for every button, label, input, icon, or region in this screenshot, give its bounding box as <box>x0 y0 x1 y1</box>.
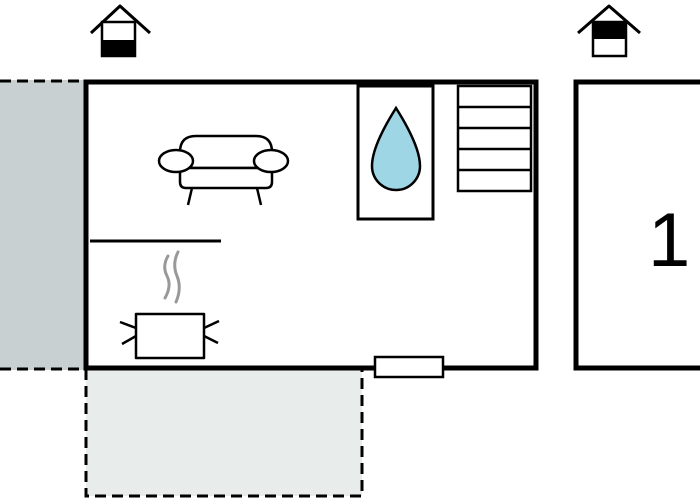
open-terrace <box>84 369 364 498</box>
upper-floor-bedroom: 1 <box>573 79 700 371</box>
staircase-icon <box>456 84 533 193</box>
steam-lines <box>163 250 181 304</box>
ground-floor-walls <box>83 79 539 371</box>
covered-terrace-dashed-border <box>0 79 85 371</box>
door-threshold-icon <box>373 355 445 379</box>
house-level-upper-icon <box>577 4 641 58</box>
covered-terrace-area <box>0 80 85 370</box>
water-drop-icon <box>370 105 422 192</box>
covered-terrace <box>0 79 85 371</box>
bathroom <box>356 84 435 221</box>
open-terrace-dashed-border <box>84 369 364 498</box>
bedroom-number: 1 <box>648 198 690 283</box>
cooking-pot-icon <box>119 250 220 360</box>
sofa-icon <box>157 134 290 206</box>
upper-floor-walls <box>573 79 700 371</box>
house-level-ground-icon <box>89 4 152 58</box>
open-terrace-area <box>86 369 362 496</box>
